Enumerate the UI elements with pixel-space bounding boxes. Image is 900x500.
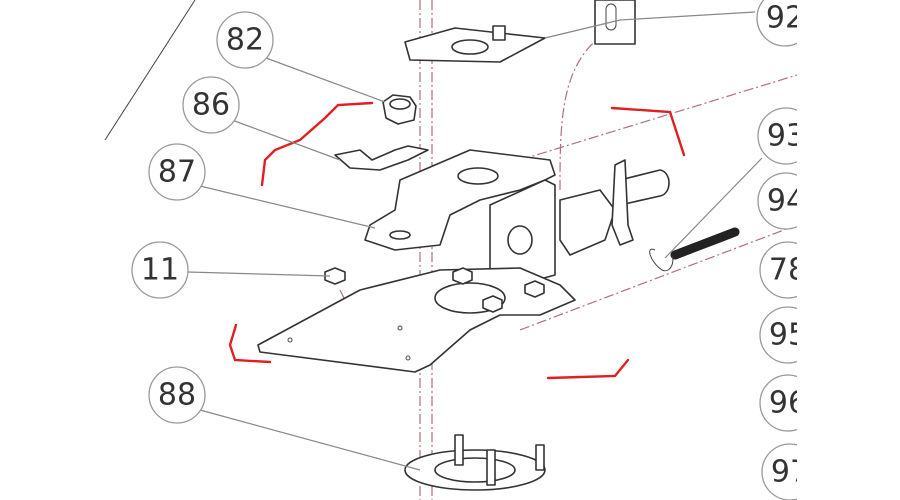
callout-label: 97 xyxy=(771,455,797,490)
callout-label: 93 xyxy=(767,119,797,154)
callout-78: 78 xyxy=(759,241,797,299)
red-markup-annotations xyxy=(228,101,686,380)
callout-82: 82 xyxy=(216,11,274,69)
part-top-plate xyxy=(404,0,636,63)
callout-label: 82 xyxy=(226,23,264,58)
callout-label: 94 xyxy=(767,184,797,219)
part-lock-nut xyxy=(382,94,417,125)
part-base-plate xyxy=(257,267,576,373)
callout-label: 96 xyxy=(769,386,797,421)
part-spring xyxy=(649,227,740,272)
callout-96: 96 xyxy=(759,374,797,432)
callout-94: 94 xyxy=(757,172,797,230)
callout-86: 86 xyxy=(182,76,240,134)
callout-label: 92 xyxy=(766,1,797,36)
callout-95: 95 xyxy=(759,306,797,364)
leader-lines xyxy=(187,11,763,471)
callout-label: 87 xyxy=(158,155,196,190)
callout-label: 86 xyxy=(192,88,230,123)
callout-88: 88 xyxy=(148,366,206,424)
callout-label: 78 xyxy=(769,253,797,288)
callout-label: 88 xyxy=(158,378,196,413)
callout-label: 95 xyxy=(769,318,797,353)
callout-11: 11 xyxy=(131,241,189,299)
diagram-viewport: 82 86 87 11 88 92 93 94 78 95 96 97 xyxy=(104,0,797,500)
callout-label: 11 xyxy=(141,253,179,288)
callout-92: 92 xyxy=(756,0,797,47)
part-main-bracket xyxy=(364,149,670,291)
part-bottom-flange xyxy=(404,434,546,491)
callout-93: 93 xyxy=(757,107,797,165)
centerlines xyxy=(339,0,797,500)
frame-edge-line xyxy=(104,0,196,141)
exploded-assembly-drawing: 82 86 87 11 88 92 93 94 78 95 96 97 xyxy=(104,0,797,500)
part-small-bracket xyxy=(334,145,429,171)
callout-87: 87 xyxy=(148,143,206,201)
callout-97: 97 xyxy=(761,443,797,500)
